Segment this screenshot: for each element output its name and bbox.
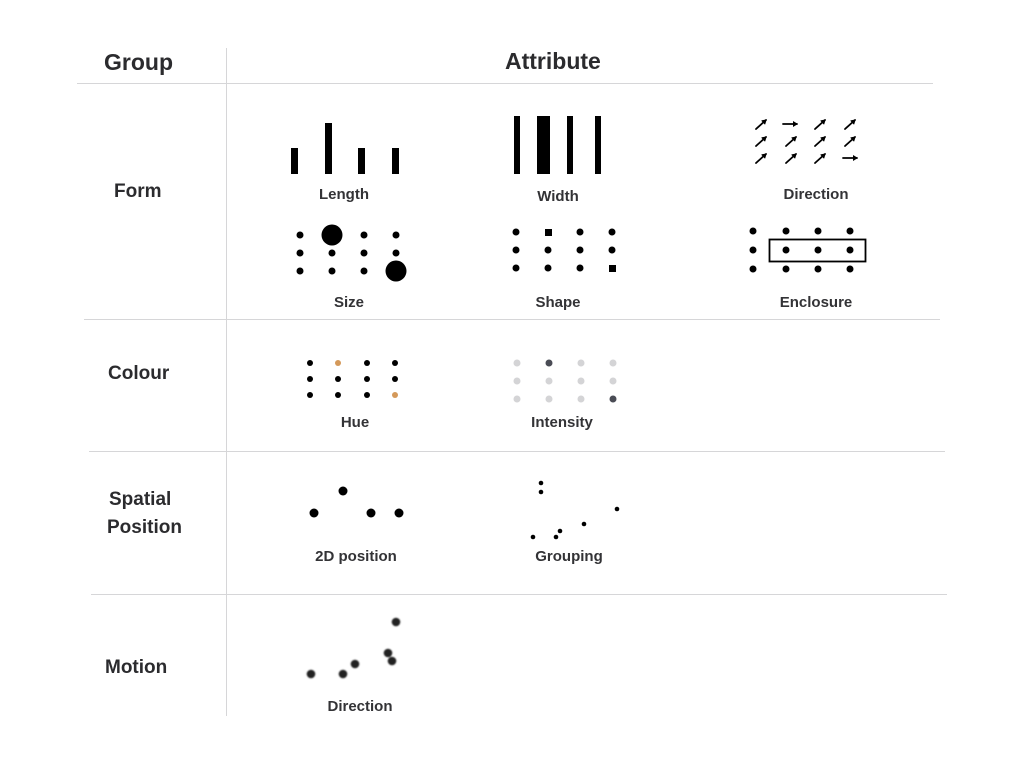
group-label-spatial-position: Spatial Position [107,486,182,542]
attribute-column-header: Attribute [505,48,601,74]
group-label-motion: Motion [105,657,168,678]
row-rule-colour [89,451,945,452]
group-label-spatial-line2: Position [107,517,182,538]
attribute-label-size: Size [333,294,364,311]
attribute-label-direction: Direction [783,186,849,203]
intensity-glyph [513,359,617,403]
group-label-spatial-line1: Spatial [109,489,172,510]
width-glyph [514,116,601,174]
header-rule [77,83,933,84]
motion-direction-glyph [306,617,401,679]
attribute-label-width: Width [537,188,579,205]
group-label-form: Form [114,181,162,202]
row-rule-spatial [91,594,947,595]
length-glyph [291,123,399,174]
size-glyph [296,224,407,282]
attribute-label-2d-position: 2D position [315,548,397,565]
group-column-header: Group [104,49,173,75]
row-rule-form [84,319,940,320]
position-2d-glyph [309,486,404,518]
shape-glyph [512,228,616,272]
attribute-label-length: Length [319,186,369,203]
attribute-label-grouping: Grouping [535,548,603,565]
enclosure-glyph [749,227,867,273]
attribute-label-shape: Shape [535,294,581,311]
column-divider [226,48,227,716]
attribute-label-hue: Hue [340,414,370,431]
group-label-colour: Colour [108,363,170,384]
direction-arrows-glyph [755,119,858,164]
hue-glyph [307,360,398,398]
attribute-label-enclosure: Enclosure [779,294,853,311]
grouping-glyph [530,480,620,540]
attribute-label-motion-direction: Direction [327,698,393,715]
attribute-label-intensity: Intensity [531,414,593,431]
